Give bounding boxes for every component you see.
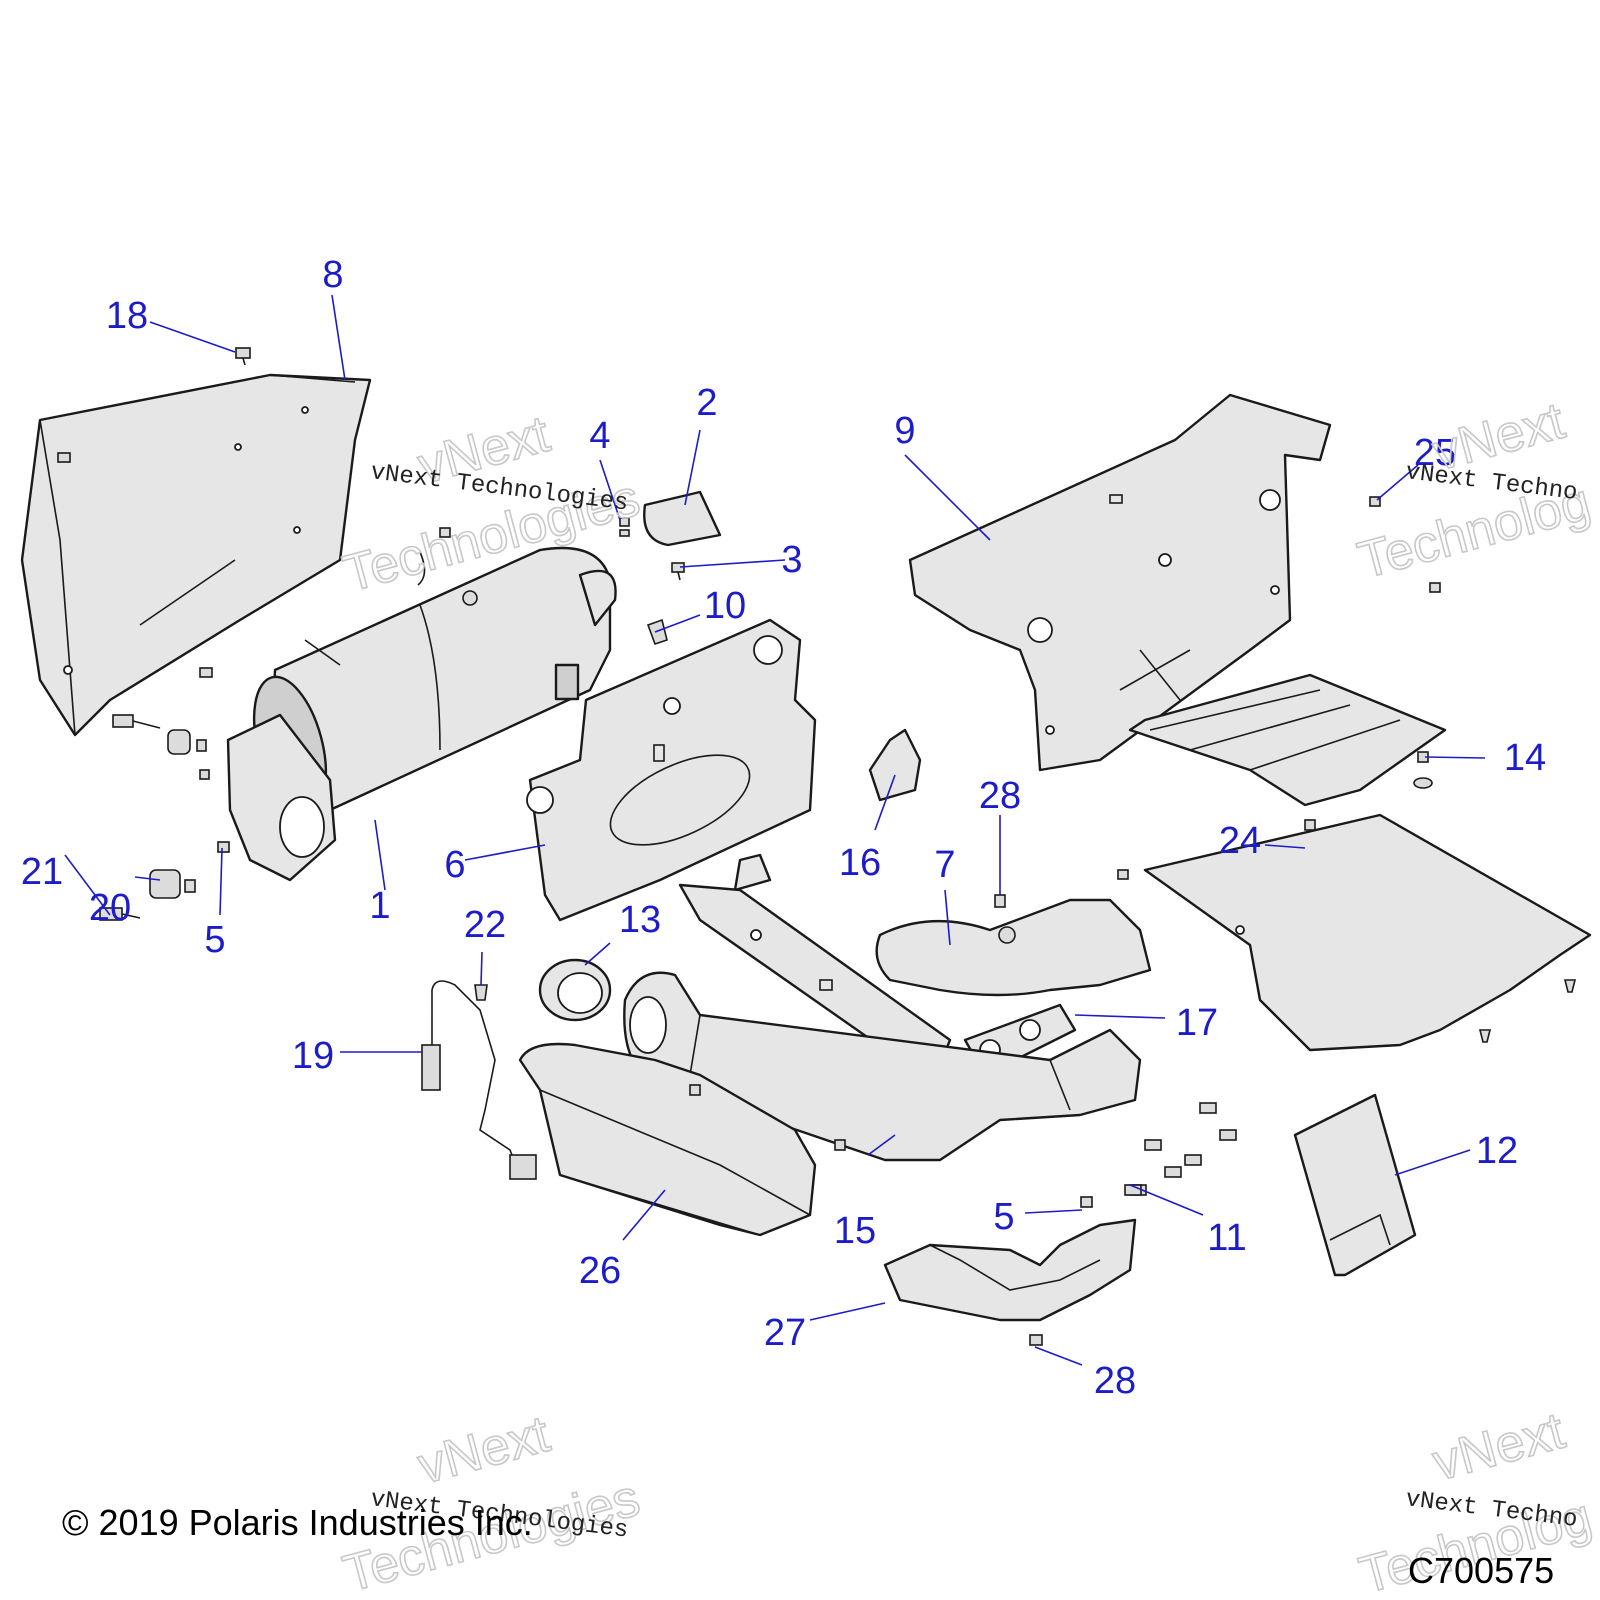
- callout-12: 12: [1476, 1130, 1518, 1172]
- callout-5: 5: [204, 919, 225, 961]
- part-shield-corrugated: [1128, 673, 1447, 807]
- part-nut-5b: [1080, 1196, 1093, 1208]
- callout-15: 15: [834, 1210, 876, 1252]
- part-o2-sensor-19: [421, 980, 537, 1180]
- part-heat-shield-8: [20, 373, 372, 737]
- part-sensor-boss-10: [646, 618, 668, 646]
- callout-14: 14: [1504, 737, 1546, 779]
- part-spring-bolt-21: [99, 714, 161, 921]
- part-nut-4: [619, 517, 630, 537]
- callout-26: 26: [579, 1250, 621, 1292]
- part-plate-12: [1293, 1093, 1417, 1277]
- part-washer-14: [1413, 751, 1433, 789]
- callout-27: 27: [764, 1312, 806, 1354]
- callout-28: 28: [979, 775, 1021, 817]
- callout-5: 5: [993, 1196, 1014, 1238]
- part-muffler-1: [226, 546, 617, 882]
- part-shield-27: [883, 1218, 1137, 1322]
- callout-3: 3: [781, 539, 802, 581]
- callout-10: 10: [704, 585, 746, 627]
- callout-4: 4: [589, 415, 610, 457]
- callout-18: 18: [106, 295, 148, 337]
- callout-16: 16: [839, 842, 881, 884]
- part-bolt-small: [57, 452, 451, 678]
- copyright-notice: © 2019 Polaris Industries Inc.: [62, 1502, 533, 1543]
- part-fastener-25: [1369, 496, 1441, 593]
- callout-1: 1: [369, 885, 390, 927]
- watermark-brand-cut: vNext: [1427, 1402, 1571, 1493]
- callout-6: 6: [444, 844, 465, 886]
- callout-9: 9: [894, 410, 915, 452]
- part-bolt-11: [689, 1084, 1237, 1196]
- callout-11: 11: [1207, 1217, 1246, 1259]
- callout-leaders: [64, 294, 1486, 1366]
- watermark-brand: vNext: [412, 1405, 556, 1496]
- diagram-code: C700575: [1408, 1550, 1555, 1591]
- part-seal-ring-13: [538, 958, 612, 1022]
- part-bolt-3: [671, 562, 685, 581]
- part-header-pipe-7: [875, 898, 1152, 997]
- callout-13: 13: [619, 899, 661, 941]
- part-clip-22: [474, 984, 488, 1001]
- callout-22: 22: [464, 904, 506, 946]
- part-shield-6: [526, 618, 817, 922]
- callout-25: 25: [1414, 432, 1456, 474]
- callout-19: 19: [292, 1035, 334, 1077]
- callout-8: 8: [322, 254, 343, 296]
- callout-20: 20: [89, 887, 131, 929]
- part-nut-5: [199, 769, 230, 853]
- callout-2: 2: [696, 382, 717, 424]
- callout-17: 17: [1176, 1002, 1218, 1044]
- callout-21: 21: [21, 851, 63, 893]
- callout-labels: 1 2 3 4 5 5 6 7 8 9 10 11 12 13 14 15 16…: [21, 254, 1546, 1402]
- part-floor-shield: [1143, 813, 1592, 1052]
- part-clamp-2: [643, 490, 722, 547]
- callout-24: 24: [1219, 820, 1261, 862]
- part-shield-26: [518, 1042, 817, 1237]
- part-bracket-16: [733, 728, 922, 892]
- callout-28: 28: [1094, 1360, 1136, 1402]
- part-bolt-18: [235, 347, 251, 366]
- part-heat-shield-9: [908, 393, 1332, 772]
- callout-7: 7: [934, 844, 955, 886]
- part-spring-20: [149, 729, 207, 899]
